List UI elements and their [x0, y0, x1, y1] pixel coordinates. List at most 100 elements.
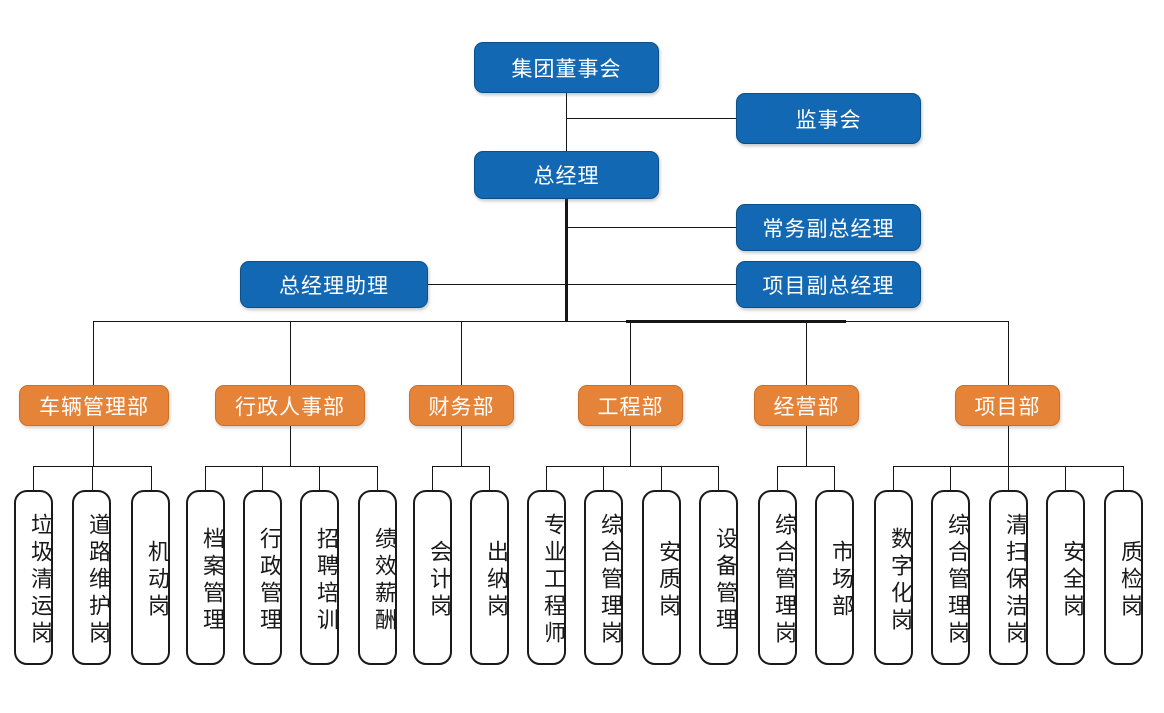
node-label: 行政人事部 [235, 395, 345, 419]
subbus-group-1 [205, 466, 377, 467]
connector-leaf-stem-19 [1123, 466, 1124, 490]
node-label: 项目部 [974, 395, 1041, 419]
node-label: 安全岗 [1060, 540, 1085, 621]
node-label: 档案管理 [200, 526, 225, 635]
node-department-admin-hr[interactable]: 行政人事部 [215, 385, 365, 426]
node-label: 道路维护岗 [86, 513, 111, 648]
connector-leaf-stem-5 [319, 466, 320, 490]
subbus-group-2 [432, 466, 489, 467]
node-position-road-maintenance[interactable]: 道路维护岗 [72, 490, 111, 665]
connector-spine-to-gm-assistant [428, 284, 567, 285]
node-department-engineering[interactable]: 工程部 [578, 385, 683, 426]
connector-leaf-stem-6 [377, 466, 378, 490]
node-position-operations-general-management[interactable]: 综合管理岗 [758, 490, 797, 665]
subbus-group-3 [546, 466, 718, 467]
node-label: 总经理助理 [279, 274, 389, 298]
connector-leaf-stem-18 [1065, 466, 1066, 490]
node-position-accounting[interactable]: 会计岗 [413, 490, 452, 665]
node-position-digitalization[interactable]: 数字化岗 [874, 490, 913, 665]
connector-bus-to-dept-3 [630, 321, 631, 385]
connector-spine-to-supervisory [566, 118, 736, 119]
connector-spine-to-project-deputy [566, 284, 736, 285]
node-position-cashier[interactable]: 出纳岗 [470, 490, 509, 665]
node-label: 集团董事会 [511, 57, 622, 81]
subbus-group-4 [777, 466, 834, 467]
node-position-waste-collection[interactable]: 垃圾清运岗 [14, 490, 53, 665]
connector-bus-to-dept-2 [461, 321, 462, 385]
node-label: 机动岗 [145, 540, 170, 621]
node-supervisory-board[interactable]: 监事会 [736, 93, 921, 144]
connector-leaf-stem-16 [950, 466, 951, 490]
connector-bus-to-dept-0 [93, 321, 94, 385]
node-label: 安质岗 [656, 540, 681, 621]
node-board-of-directors[interactable]: 集团董事会 [474, 42, 659, 93]
node-label: 质检岗 [1118, 540, 1143, 621]
node-department-vehicle-management[interactable]: 车辆管理部 [19, 385, 169, 426]
node-position-quality-inspection[interactable]: 质检岗 [1104, 490, 1143, 665]
connector-leaf-stem-13 [777, 466, 778, 490]
node-position-engineering-general-management[interactable]: 综合管理岗 [584, 490, 623, 665]
connector-leaf-stem-1 [92, 466, 93, 490]
node-general-manager[interactable]: 总经理 [474, 151, 659, 199]
department-bus-left [93, 321, 626, 322]
node-position-marketing[interactable]: 市场部 [815, 490, 854, 665]
connector-dept-3-stem [630, 425, 631, 466]
node-label: 数字化岗 [888, 526, 913, 635]
connector-bus-to-dept-4 [806, 321, 807, 385]
node-position-cleaning-sanitation[interactable]: 清扫保洁岗 [989, 490, 1028, 665]
connector-leaf-stem-3 [205, 466, 206, 490]
connector-leaf-stem-15 [893, 466, 894, 490]
node-label: 监事会 [795, 108, 862, 132]
node-label: 综合管理岗 [598, 513, 623, 648]
connector-dept-1-stem [290, 425, 291, 466]
node-label: 综合管理岗 [945, 513, 970, 648]
node-project-deputy-manager[interactable]: 项目副总经理 [736, 261, 921, 308]
connector-dept-5-stem [1008, 425, 1009, 466]
connector-leaf-stem-8 [489, 466, 490, 490]
node-label: 经营部 [773, 395, 840, 419]
connector-dept-0-stem [93, 425, 94, 466]
connector-spine-to-executive-deputy [566, 227, 736, 228]
node-position-safety[interactable]: 安全岗 [1046, 490, 1085, 665]
connector-leaf-stem-7 [432, 466, 433, 490]
node-label: 财务部 [428, 395, 495, 419]
connector-leaf-stem-12 [718, 466, 719, 490]
node-department-project[interactable]: 项目部 [955, 385, 1060, 426]
node-position-recruitment-training[interactable]: 招聘培训 [300, 490, 339, 665]
department-bus-right [846, 321, 1009, 322]
node-label: 项目副总经理 [762, 274, 895, 298]
node-executive-deputy-manager[interactable]: 常务副总经理 [736, 204, 921, 251]
connector-leaf-stem-2 [151, 466, 152, 490]
node-position-admin-management[interactable]: 行政管理 [243, 490, 282, 665]
node-position-equipment-management[interactable]: 设备管理 [699, 490, 738, 665]
node-position-archive-management[interactable]: 档案管理 [186, 490, 225, 665]
connector-bus-to-dept-5 [1008, 321, 1009, 385]
node-position-mobile-duty[interactable]: 机动岗 [131, 490, 170, 665]
connector-dept-4-stem [806, 425, 807, 466]
node-label: 车辆管理部 [39, 395, 149, 419]
node-label: 出纳岗 [484, 540, 509, 621]
node-position-safety-quality[interactable]: 安质岗 [642, 490, 681, 665]
node-position-professional-engineer[interactable]: 专业工程师 [527, 490, 566, 665]
node-position-performance-compensation[interactable]: 绩效薪酬 [358, 490, 397, 665]
node-gm-assistant[interactable]: 总经理助理 [240, 261, 428, 308]
node-label: 清扫保洁岗 [1003, 513, 1028, 648]
department-bus-center [626, 320, 846, 323]
node-label: 常务副总经理 [762, 217, 895, 241]
connector-gm-spine [565, 198, 568, 321]
node-position-project-general-management[interactable]: 综合管理岗 [931, 490, 970, 665]
node-label: 垃圾清运岗 [28, 513, 53, 648]
connector-leaf-stem-9 [546, 466, 547, 490]
node-label: 市场部 [829, 540, 854, 621]
node-label: 总经理 [533, 165, 600, 188]
connector-dept-2-stem [461, 425, 462, 466]
connector-leaf-stem-14 [834, 466, 835, 490]
node-department-finance[interactable]: 财务部 [409, 385, 514, 426]
node-label: 工程部 [597, 395, 664, 419]
node-label: 绩效薪酬 [372, 526, 397, 635]
node-department-operations[interactable]: 经营部 [754, 385, 859, 426]
connector-leaf-stem-4 [262, 466, 263, 490]
node-label: 专业工程师 [541, 513, 566, 648]
connector-leaf-stem-11 [661, 466, 662, 490]
